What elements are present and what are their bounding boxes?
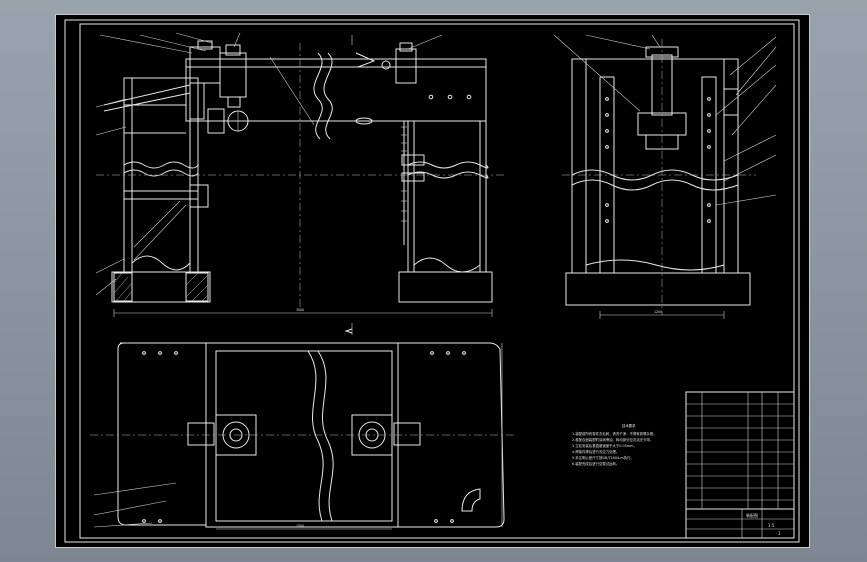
assembly-drawing: 3000 <box>64 19 800 543</box>
notes-title: 技术要求 <box>622 423 636 428</box>
svg-text:1500: 1500 <box>296 524 304 528</box>
svg-text:1200: 1200 <box>654 310 662 314</box>
note-line: 2.各配合面装配时涂润滑油，转动部分应灵活无卡滞。 <box>572 437 653 442</box>
sheet-outer-frame <box>64 19 800 543</box>
sheet-inner-frame <box>79 23 795 539</box>
note-line: 1.装配前所有零件去毛刺，清洗干净，不得有铁屑杂物。 <box>572 431 657 436</box>
technical-notes: 技术要求 1.装配前所有零件去毛刺，清洗干净，不得有铁屑杂物。 2.各配合面装配… <box>572 423 657 466</box>
note-line: 5.未注明公差尺寸按GB/T1804-m执行。 <box>572 455 634 460</box>
svg-text:3000: 3000 <box>296 308 304 312</box>
title-block: 装配图 1:5 1 <box>685 391 795 539</box>
sheet-number: 1 <box>778 531 781 536</box>
front-view: 3000 <box>95 32 506 335</box>
drawing-scale: 1:5 <box>768 523 775 528</box>
note-line: 4.焊接件焊后进行去应力处理。 <box>572 449 619 454</box>
note-line: 6.装配完成后进行空载试运转。 <box>572 461 619 466</box>
cad-viewport[interactable]: 3000 <box>55 14 810 548</box>
plan-view: 1500 <box>90 342 516 530</box>
side-view: 1200 <box>553 34 777 319</box>
drawing-title: 装配图 <box>746 512 758 518</box>
note-line: 3.立柱安装后垂直度误差不大于0.05mm。 <box>572 443 637 448</box>
